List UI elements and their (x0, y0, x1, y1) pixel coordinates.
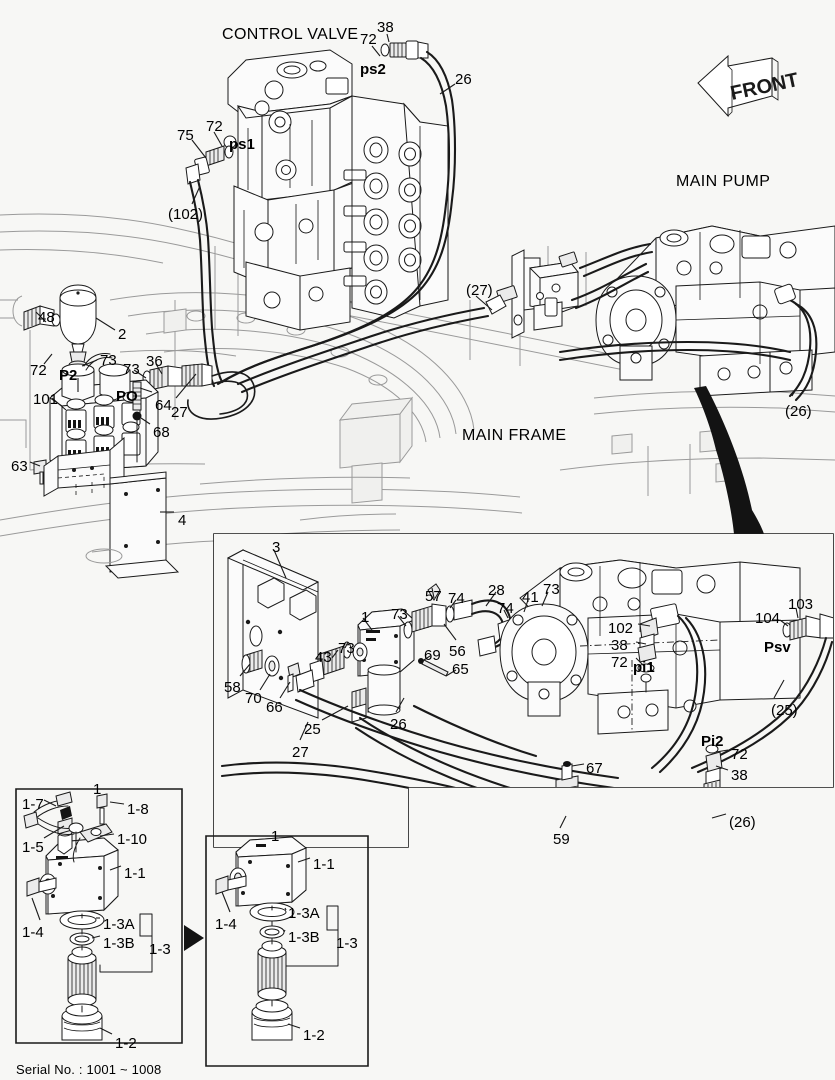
callout-in-28: 28 (488, 582, 505, 599)
callout-acc-2: 2 (118, 326, 127, 343)
main-pump-inset (499, 559, 801, 735)
callout-in-103: 103 (788, 596, 814, 613)
accumulator-valve-bank (23, 284, 213, 579)
callout-a-1-10: 1-10 (117, 831, 148, 848)
serial-number-note: Serial No. : 1001 ~ 1008 (16, 1062, 162, 1077)
callout-in-psv: Psv (764, 639, 791, 656)
pi1-fitting-stack (637, 603, 680, 693)
callout-in-26: 26 (390, 716, 407, 733)
callout-a-1-5: 1-5 (22, 839, 44, 856)
detail-pointer-arrow (694, 386, 764, 534)
callout-in-38a: 38 (611, 637, 628, 654)
callout-in-67: 67 (586, 760, 603, 777)
callout-in-25p: (25) (771, 702, 798, 719)
callout-a-1-3: 1-3 (149, 941, 171, 958)
callout-cv-38: 38 (377, 19, 394, 36)
callout-in-57: 57 (425, 588, 442, 605)
callout-acc-73a: 73 (100, 352, 117, 369)
callout-in-74b: 74 (497, 600, 514, 617)
callout-a-1-3A: 1-3A (103, 916, 135, 933)
callout-mp-26: (26) (785, 403, 812, 420)
section-title-main-frame: MAIN FRAME (462, 427, 567, 444)
callout-in-73c: 73 (338, 640, 355, 657)
callout-in-1: 1 (361, 609, 370, 626)
section-title-control-valve: CONTROL VALVE (222, 26, 359, 43)
bushing-washer-bolt-group (241, 649, 301, 693)
callout-cv-75: 75 (177, 127, 194, 144)
callout-acc-48: 48 (38, 309, 55, 326)
callout-a-1-4: 1-4 (22, 924, 44, 941)
callout-a-1-7: 1-7 (22, 796, 44, 813)
callout-in-26p: (26) (729, 814, 756, 831)
callout-acc-4: 4 (178, 512, 187, 529)
callout-acc-63: 63 (11, 458, 28, 475)
callout-b-1-2: 1-2 (303, 1027, 325, 1044)
callout-in-59: 59 (553, 831, 570, 848)
callout-acc-p2: P2 (59, 367, 78, 384)
callout-in-72a: 72 (611, 654, 628, 671)
callout-in-66: 66 (266, 699, 283, 716)
callout-in-73a: 73 (543, 581, 560, 598)
callout-in-43: 43 (315, 649, 332, 666)
callout-in-pi1: pi1 (633, 659, 655, 676)
detail-box-a-title: 1 (93, 781, 102, 798)
callout-in-70: 70 (245, 690, 262, 707)
detail-box-b-title: 1 (271, 828, 280, 845)
leader-lines (29, 33, 801, 1035)
callout-in-73b: 73 (391, 606, 408, 623)
callout-cv-72a: 72 (360, 31, 377, 48)
callout-cv-ps1: ps1 (229, 136, 255, 153)
callout-acc-27: 27 (171, 404, 188, 421)
callout-in-27: 27 (292, 744, 309, 761)
callout-in-3: 3 (272, 539, 281, 556)
callout-in-69: 69 (424, 647, 441, 664)
ps1-fitting-group (185, 145, 234, 332)
callout-in-41: 41 (522, 589, 539, 606)
callout-in-65: 65 (452, 661, 469, 678)
callout-acc-po: PO (116, 388, 138, 405)
callout-in-58: 58 (224, 679, 241, 696)
detail-box-a-content (23, 791, 119, 1041)
callout-acc-68: 68 (153, 424, 170, 441)
detail-box-b-content (215, 836, 307, 1041)
callout-mp-27: (27) (466, 282, 493, 299)
callout-cv-72b: 72 (206, 118, 223, 135)
callout-in-38b: 38 (731, 767, 748, 784)
callout-b-1-4: 1-4 (215, 916, 237, 933)
callout-in-74a: 74 (448, 590, 465, 607)
callout-b-1-1: 1-1 (313, 856, 335, 873)
psv-fitting-group (782, 613, 833, 641)
callout-acc-36: 36 (146, 353, 163, 370)
callout-in-104: 104 (755, 610, 781, 627)
callout-in-56: 56 (449, 643, 466, 660)
section-title-main-pump: MAIN PUMP (676, 173, 771, 190)
callout-cv-102: (102) (168, 206, 204, 223)
callout-acc-64: 64 (155, 397, 172, 414)
callout-b-1-3: 1-3 (336, 935, 358, 952)
callout-cv-26: 26 (455, 71, 472, 88)
callout-cv-ps2: ps2 (360, 61, 386, 78)
control-valve-assembly (223, 49, 449, 331)
pilot-valve-block-main (485, 249, 579, 339)
callout-b-1-3B: 1-3B (288, 929, 320, 946)
callout-acc-72: 72 (30, 362, 47, 379)
callout-b-1-3A: 1-3A (288, 905, 320, 922)
callout-a-1-2: 1-2 (115, 1035, 137, 1052)
ps2-fitting-group (380, 40, 457, 206)
callout-a-1-1: 1-1 (124, 865, 146, 882)
callout-a-1-3B: 1-3B (103, 935, 135, 952)
callout-a-1-8: 1-8 (127, 801, 149, 818)
callout-in-25: 25 (304, 721, 321, 738)
pilot-filter-body-1 (352, 608, 415, 716)
callout-acc-73b: 73 (123, 361, 140, 378)
replacement-arrow (184, 925, 204, 951)
callout-acc-101: 101 (33, 391, 59, 408)
callout-in-pi2: Pi2 (701, 733, 724, 750)
callout-in-102: 102 (608, 620, 634, 637)
callout-in-72b: 72 (731, 746, 748, 763)
